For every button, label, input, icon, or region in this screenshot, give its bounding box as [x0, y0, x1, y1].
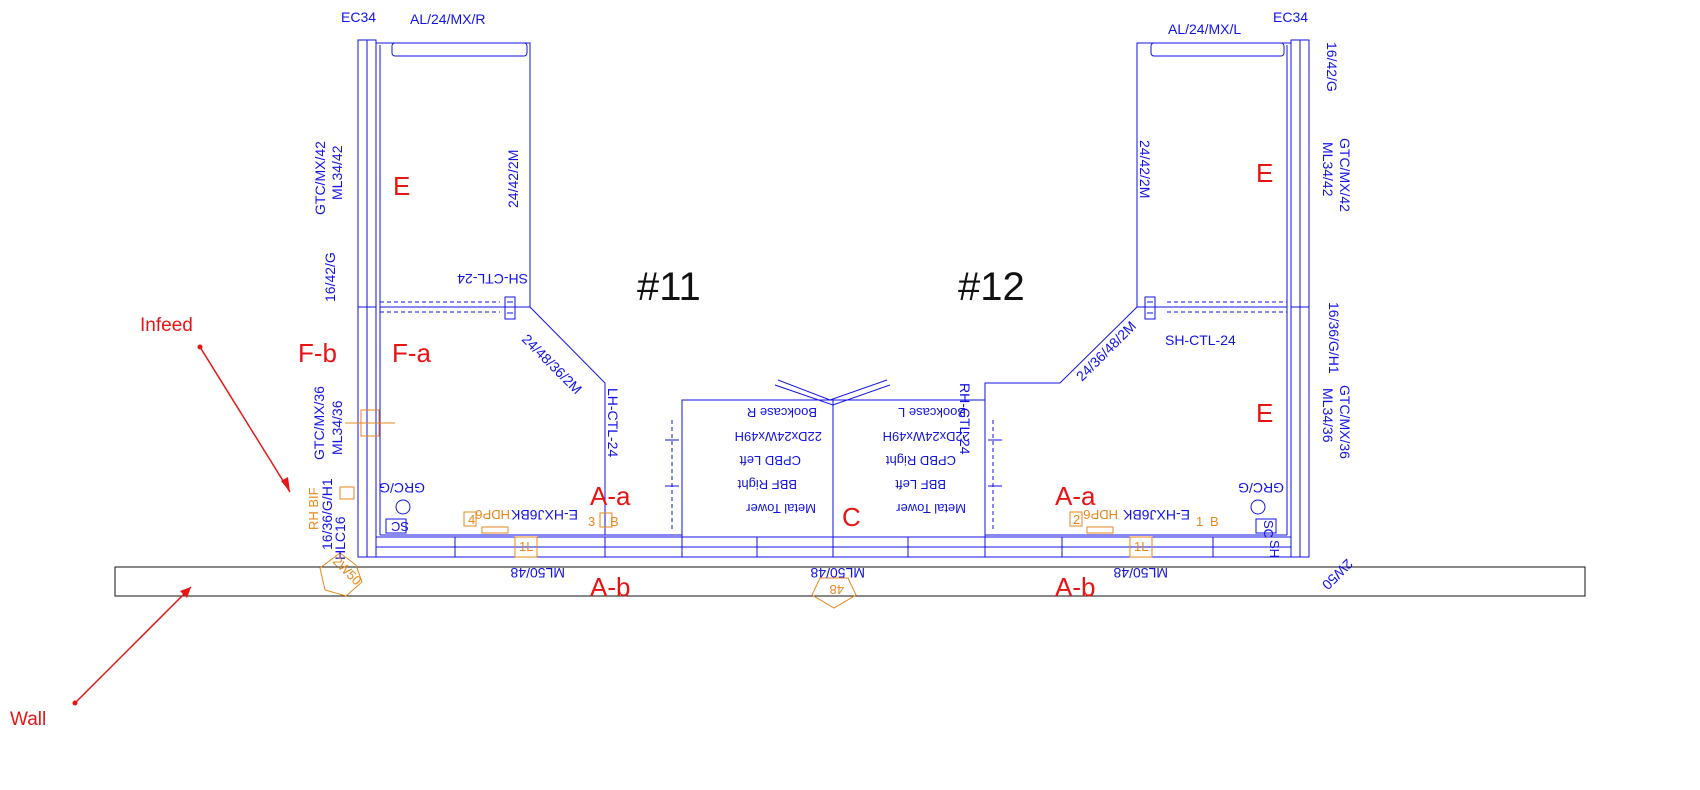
gtc42-right: GTC/MX/42 [1337, 138, 1353, 212]
workstation-11 [319, 39, 683, 597]
workstation-12-label: #12 [958, 265, 1025, 309]
wall-label: Wall [10, 709, 46, 730]
ml36-left: ML34/36 [329, 400, 345, 455]
tag-1l-left: 1L [519, 539, 533, 554]
hdp-right: HDP6 [1083, 507, 1118, 522]
gtc36-right: GTC/MX/36 [1337, 385, 1353, 459]
bookcase-l-line3: CPBD Right [886, 453, 956, 468]
gtc42-left: GTC/MX/42 [312, 141, 328, 215]
tag-1l-right: 1L [1134, 539, 1148, 554]
bookcase-r-line5: Metal Tower [745, 501, 816, 516]
g1642-right: 16/42/G [1324, 42, 1340, 92]
zone-e-right-mid: E [1256, 398, 1273, 428]
ml5048-center: ML50/48 [810, 565, 865, 581]
p2448-left: 24/48/36/2M [519, 331, 585, 397]
ml42-right: ML34/42 [1320, 142, 1336, 197]
ec34-left: EC34 [341, 9, 376, 25]
rhbif-label: RH BIF [306, 487, 321, 530]
tag-4: 4 [468, 512, 475, 527]
bookcase-r-line3: CPBD Left [739, 453, 801, 468]
zone-ab-left: A-b [590, 572, 630, 602]
bookcase-l-line2: 22Dx24Wx49H [883, 429, 970, 444]
tag-3: 3 [588, 514, 595, 529]
zone-e-left: E [393, 171, 410, 201]
tag-1: 1 [1196, 514, 1203, 529]
wall-outline [114, 566, 1586, 597]
overhead-bin-right [1150, 42, 1285, 57]
w2-right: 2W50 [1319, 556, 1356, 593]
zone-fb: F-b [298, 338, 337, 368]
shctl-left: SH-CTL-24 [457, 271, 528, 287]
ml42-left: ML34/42 [329, 145, 345, 200]
ml5048-right: ML50/48 [1113, 565, 1168, 581]
center-bookcases [665, 379, 1002, 609]
p2442-left: 24/42/2M [505, 150, 521, 208]
grcg-right: GRC/G [1238, 480, 1284, 496]
tag-2: 2 [1073, 512, 1080, 527]
p2448-right: 24/36/48/2M [1073, 318, 1139, 384]
zone-aa-left: A-a [590, 481, 631, 511]
workstation-11-label: #11 [637, 265, 701, 309]
workstation-12 [984, 39, 1310, 558]
grcg-left: GRC/G [379, 480, 425, 496]
g1642-left: 16/42/G [322, 252, 338, 302]
b-right: B [1210, 514, 1219, 529]
zone-aa-right: A-a [1055, 481, 1096, 511]
ehx-left: E-HXJ6BK [510, 507, 578, 523]
infeed-arrow-line [199, 346, 291, 493]
g1636-right: 16/36/G/H1 [1326, 302, 1342, 374]
ehx-right: E-HXJ6BK [1122, 507, 1190, 523]
infeed-label: Infeed [140, 315, 193, 336]
g1636-left: 16/36/G/H1 [319, 478, 335, 550]
al-left: AL/24/MX/R [410, 11, 485, 27]
tag-48: 48 [830, 582, 844, 597]
bookcase-l-line5: Metal Tower [895, 501, 966, 516]
shctl-right: SH-CTL-24 [1165, 332, 1236, 348]
hdp-left: HDP6 [475, 507, 510, 522]
al-right: AL/24/MX/L [1168, 21, 1241, 37]
overhead-bin-left [391, 42, 528, 57]
ml5048-left: ML50/48 [510, 565, 565, 581]
zone-fa: F-a [392, 338, 432, 368]
bookcase-l-line4: BBF Left [895, 477, 946, 492]
gtc36-left: GTC/MX/36 [311, 386, 327, 460]
wall-arrow-line [74, 586, 192, 704]
sc-right: SC [1261, 520, 1276, 538]
infeed-arrow-head [281, 477, 290, 492]
zone-ab-right: A-b [1055, 572, 1095, 602]
zone-c: C [842, 502, 861, 532]
hlc16-label: HLC16 [332, 516, 348, 560]
wall-arrow-head [180, 587, 191, 598]
bookcase-r-line1: Bookcase R [747, 405, 817, 420]
bookcase-r-line2: 22Dx24Wx49H [735, 429, 822, 444]
bookcase-r-line4: BBF Right [737, 477, 797, 492]
lhctl-label: LH-CTL-24 [605, 388, 621, 457]
ec34-right: EC34 [1273, 9, 1308, 25]
sc-left: SC [391, 519, 409, 534]
rhctl-label: RH-CTL-24 [957, 383, 973, 455]
zone-e-right-top: E [1256, 158, 1273, 188]
bookcase-l-line1: Bookcase L [898, 405, 966, 420]
b-left: B [610, 514, 619, 529]
ml36-right: ML34/36 [1320, 388, 1336, 443]
sh-small: SH [1267, 540, 1282, 558]
p2442-right: 24/42/2M [1137, 140, 1153, 198]
